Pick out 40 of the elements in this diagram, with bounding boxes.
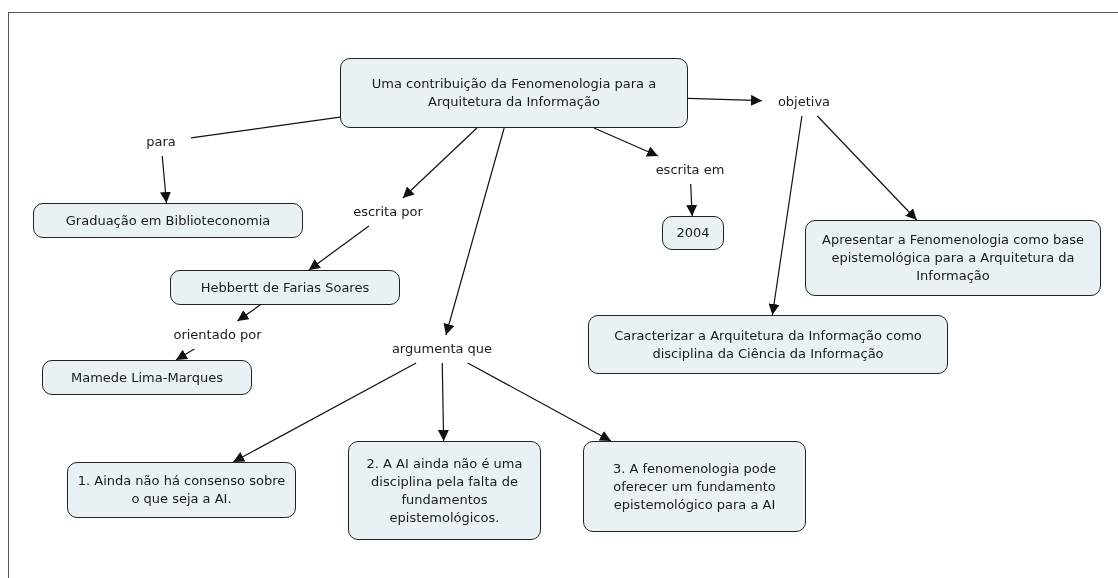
linking-phrase: escrita em	[655, 161, 725, 180]
arrow	[160, 155, 171, 204]
concept-text: 2. A AI ainda não é uma disciplina pela falta de fundamentos epistemológicos.	[365, 454, 524, 527]
arrow	[686, 183, 698, 217]
concept-text: 3. A fenomenologia pode oferecer um fundamento epistemológico para a AI	[611, 459, 778, 514]
concept-text: Caracterizar a Arquitetura da Informação como disciplina da Ciência da Informação	[613, 326, 923, 363]
concept-text: 1. Ainda não há consenso sobre o que seja a AI.	[76, 472, 287, 508]
concept-box	[67, 462, 296, 518]
arrow	[402, 127, 478, 199]
concept-box	[662, 216, 724, 250]
concept-box	[340, 58, 688, 128]
arrow	[308, 225, 370, 271]
arrow	[175, 348, 195, 361]
linking-phrase: para	[146, 133, 176, 152]
concept-text: Mamede Lima-Marques	[71, 368, 223, 387]
arrow	[593, 127, 659, 157]
concept-text: Uma contribuição da Fenomenologia para a Arquitetura da Informação	[370, 75, 658, 111]
arrow	[232, 362, 417, 463]
arrow	[687, 94, 763, 106]
arrow	[236, 304, 261, 322]
arrow	[437, 362, 449, 442]
concept-text: 2004	[676, 224, 710, 242]
linking-phrase: objetiva	[777, 93, 831, 112]
linking-phrase: argumenta que	[391, 340, 493, 359]
arrow	[467, 362, 612, 442]
arrow	[768, 115, 803, 316]
concept-text: Apresentar a Fenomenologia como base epistemológica para a Arquitetura da Informação	[821, 231, 1085, 285]
concept-box	[583, 441, 806, 532]
concept-box	[170, 270, 400, 305]
concept-box	[805, 220, 1101, 296]
linking-phrase: orientado por	[173, 326, 262, 345]
concept-box	[348, 441, 541, 540]
concept-text: Hebbertt de Farias Soares	[200, 278, 370, 297]
concept-box	[33, 203, 303, 238]
arrow	[443, 127, 505, 336]
arrow	[816, 115, 918, 221]
concept-text: Graduação em Biblioteconomia	[65, 211, 271, 230]
concept-box	[588, 315, 948, 374]
concept-box	[42, 360, 252, 395]
linking-phrase: escrita por	[353, 203, 423, 222]
